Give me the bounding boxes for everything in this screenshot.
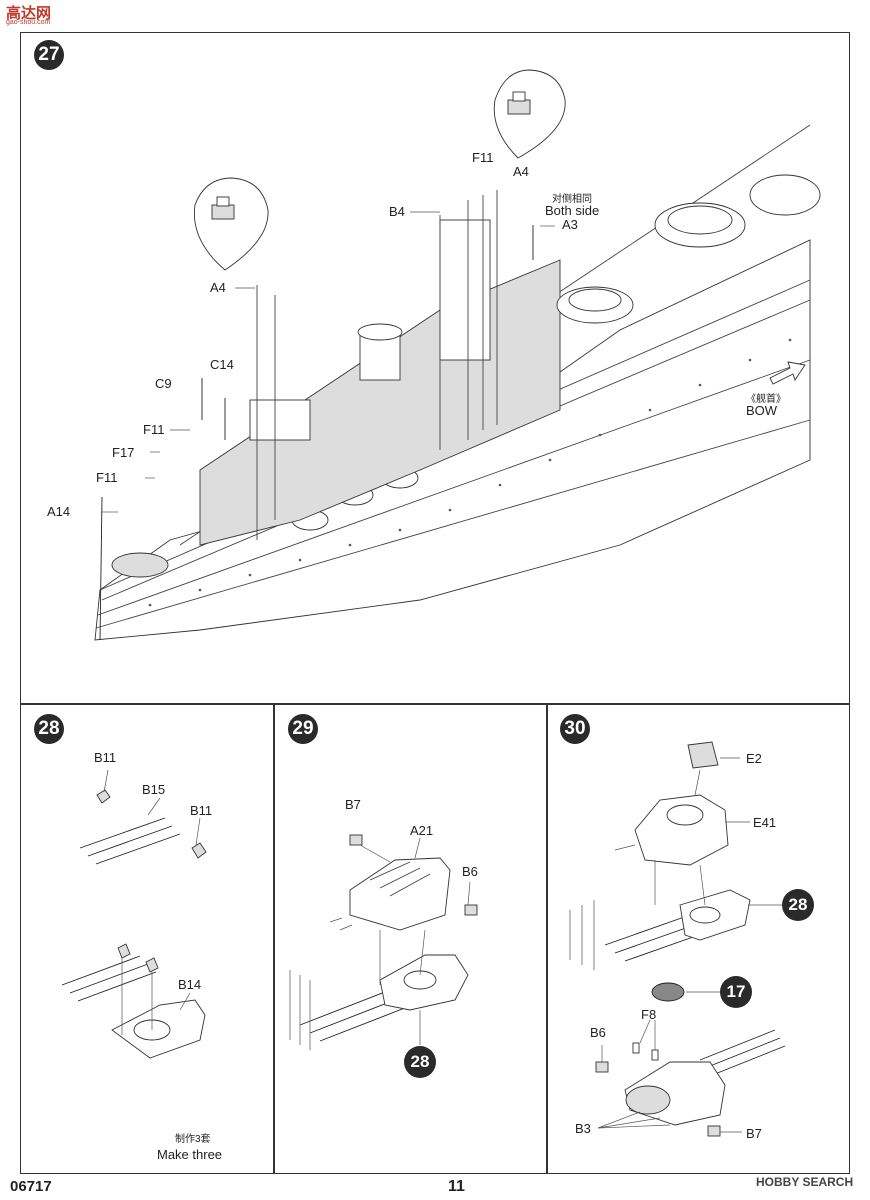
label-a14: A14: [47, 504, 71, 519]
site-logo-url: gao-shou.com: [6, 19, 51, 26]
label-b6: B6: [462, 864, 478, 879]
label-both-side-cn: 对侧相同: [552, 194, 592, 205]
label-b6-30: B6: [590, 1025, 606, 1040]
label-f17: F17: [112, 445, 135, 460]
ref-step-28: 28: [410, 1052, 430, 1071]
label-c14: C14: [210, 357, 234, 372]
label-a4-left: A4: [210, 280, 226, 295]
label-e2: E2: [746, 751, 762, 766]
step-30-panel: [547, 704, 850, 1174]
label-b14: B14: [178, 977, 202, 992]
label-b3: B3: [575, 1121, 591, 1136]
ref-step-17: 17: [726, 982, 746, 1001]
make-three-cn: 制作3套: [175, 1134, 211, 1145]
label-bow-en: BOW: [746, 403, 778, 418]
step-27-panel: [20, 32, 850, 704]
product-code: 06717: [10, 1178, 52, 1195]
step-30-badge: 30: [560, 714, 590, 744]
make-three-en: Make three: [157, 1147, 223, 1162]
step-28-badge: 28: [34, 714, 64, 744]
label-f11-top: F11: [472, 150, 494, 165]
ref-step-28-b: 28: [788, 895, 808, 914]
label-e41: E41: [753, 815, 777, 830]
label-a4-right: A4: [513, 164, 529, 179]
label-a21: A21: [410, 823, 434, 838]
label-f11-low: F11: [96, 470, 118, 485]
label-b11-right: B11: [190, 803, 213, 818]
page-number: 11: [448, 1178, 465, 1195]
watermark-hobby-search: HOBBY SEARCH: [756, 1175, 853, 1189]
label-f8: F8: [641, 1007, 657, 1022]
label-bow-cn: 《舰首》: [746, 394, 786, 405]
label-both-side-en: Both side: [545, 203, 600, 218]
label-b7: B7: [345, 797, 361, 812]
label-b7-30: B7: [746, 1126, 762, 1141]
label-a3: A3: [562, 217, 578, 232]
step-29-panel: [274, 704, 547, 1174]
step-27-badge: 27: [34, 40, 64, 70]
label-b15: B15: [142, 782, 166, 797]
label-b4: B4: [389, 204, 405, 219]
hobby-search-text: HOBBY SEARCH: [756, 1175, 854, 1189]
step-28-panel: [20, 704, 274, 1174]
site-logo: 高达网: [6, 5, 52, 22]
label-f11-mid: F11: [143, 422, 165, 437]
label-c9: C9: [155, 376, 172, 391]
step-29-badge: 29: [288, 714, 318, 744]
label-b11-top: B11: [94, 750, 117, 765]
